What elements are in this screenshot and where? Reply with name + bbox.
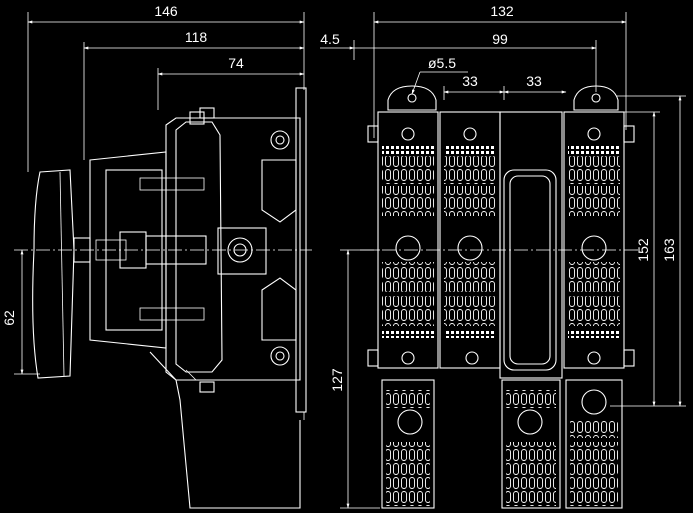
upper-contact: [139, 177, 205, 191]
dim-132-label: 132: [490, 3, 514, 19]
front-view: 132 4.5 99 ø5.5 33 33 152 163 127: [320, 3, 686, 509]
dim-118-label: 118: [185, 29, 208, 45]
dim-152-label: 152: [635, 238, 651, 262]
dim-99-label: 99: [492, 31, 508, 47]
dim-4-5-label: 4.5: [320, 31, 340, 47]
dim-74-label: 74: [228, 55, 244, 71]
dim-33-left-label: 33: [462, 73, 478, 89]
mechanism-body: [165, 117, 301, 381]
pole-1: [377, 85, 439, 509]
lower-body: [149, 351, 301, 509]
side-view: 146 118 74 62: [1, 3, 312, 509]
dim-33-right-label: 33: [526, 73, 542, 89]
dim-146-label: 146: [154, 3, 178, 19]
shaft-coupling: [217, 227, 267, 275]
dim-127-label: 127: [329, 368, 345, 392]
terminal-screw-bottom: [270, 346, 290, 366]
dim-62-label: 62: [1, 310, 17, 326]
mounting-plate: [295, 87, 307, 413]
dim-163-label: 163: [661, 238, 677, 262]
handle-knob: [32, 169, 75, 379]
drive-column: [499, 111, 563, 509]
lower-contact: [139, 307, 205, 321]
handle-frame: [105, 169, 163, 331]
pole-3: [563, 85, 625, 509]
terminal-screw-top: [270, 130, 290, 150]
pole-2: [439, 111, 501, 369]
hole-diameter-label: ø5.5: [428, 55, 456, 71]
